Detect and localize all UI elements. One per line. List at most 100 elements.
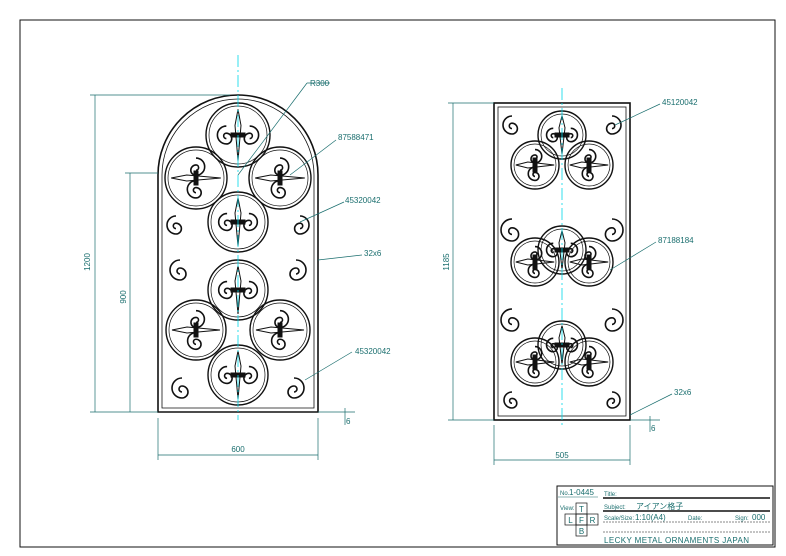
scroll (527, 263, 540, 279)
scroll (217, 212, 233, 232)
scroll (500, 308, 520, 332)
view-front: F (579, 516, 584, 525)
company-name: LECKY METAL ORNAMENTS JAPAN (604, 536, 749, 545)
ring-inner (567, 240, 611, 284)
scroll (190, 309, 206, 329)
scroll (287, 377, 305, 399)
collar (277, 170, 283, 186)
scroll (584, 148, 597, 164)
collar (532, 354, 538, 370)
collar (586, 254, 592, 270)
scroll (530, 148, 543, 164)
ring-inner (168, 302, 224, 358)
scroll (190, 157, 206, 177)
spear (234, 265, 242, 315)
scroll (186, 179, 202, 199)
sheet-border (19, 19, 776, 548)
scroll (565, 242, 579, 258)
view-right: R (590, 516, 596, 525)
spear (255, 326, 305, 334)
number-label: No. (560, 491, 570, 497)
scroll (581, 263, 594, 279)
ring (564, 140, 614, 190)
view-bottom: B (579, 527, 584, 536)
ring (510, 337, 560, 387)
scroll (527, 166, 540, 182)
ring (564, 237, 614, 287)
subject-value: アイアン格子 (636, 501, 683, 511)
scroll (217, 365, 233, 385)
subject-label: Subject: (604, 505, 626, 511)
collar (532, 254, 538, 270)
part-label: 87588471 (338, 133, 374, 142)
part-label: 32x6 (674, 388, 692, 397)
scroll (243, 125, 260, 145)
spear (255, 174, 305, 182)
scroll (503, 391, 518, 409)
part-label: 87188184 (658, 236, 694, 245)
ring (564, 337, 614, 387)
scroll (530, 345, 543, 361)
scroll (217, 280, 233, 300)
view-left: L (568, 516, 573, 525)
title-label: Title: (604, 492, 617, 498)
ring-inner (513, 240, 557, 284)
ring-inner (567, 340, 611, 384)
scroll (584, 245, 597, 261)
spear (515, 161, 555, 169)
scroll (527, 363, 540, 379)
thickness-label: 6 (346, 417, 351, 426)
scroll (581, 166, 594, 182)
spear (569, 161, 609, 169)
scroll (243, 365, 259, 385)
ring (249, 299, 311, 361)
scroll (270, 179, 286, 199)
collar (193, 322, 199, 338)
part-label: 45320042 (355, 347, 391, 356)
date-label: Date: (688, 516, 703, 522)
ring-inner (513, 143, 557, 187)
scroll (502, 115, 519, 135)
spear (171, 174, 221, 182)
spear (171, 326, 221, 334)
scroll (169, 259, 187, 281)
collar (586, 157, 592, 173)
ring-inner (513, 340, 557, 384)
scale-value: 1:10(A4) (635, 513, 666, 522)
spear (569, 258, 609, 266)
spear (569, 358, 609, 366)
title-block: No. 1-0445 View: T L F R B Title: Subjec… (556, 485, 774, 546)
scroll (604, 308, 624, 332)
scroll (605, 115, 622, 135)
ring (164, 146, 228, 210)
width-505-label: 505 (555, 451, 569, 460)
ring (510, 140, 560, 190)
scroll (565, 127, 579, 143)
scroll (171, 377, 189, 399)
ring (165, 299, 227, 361)
scroll (545, 242, 559, 258)
sign-value: 000 (752, 513, 766, 522)
scale-label: Scale/Size: (604, 516, 634, 522)
scroll (606, 391, 621, 409)
ring-inner (251, 149, 309, 207)
dimension-lines (90, 82, 673, 465)
thickness-label: 6 (651, 424, 656, 433)
scroll (289, 259, 307, 281)
scroll (270, 331, 286, 351)
view-label: View: (560, 506, 575, 512)
ring (510, 237, 560, 287)
scroll (166, 215, 183, 235)
ring (248, 146, 312, 210)
view-top: T (579, 505, 584, 514)
height-900-label: 900 (119, 290, 128, 304)
part-label: 32x6 (364, 249, 382, 258)
height-1200-label: 1200 (83, 253, 92, 271)
scroll (243, 212, 259, 232)
collar (586, 354, 592, 370)
collar (532, 157, 538, 173)
ring-inner (567, 143, 611, 187)
scroll (530, 245, 543, 261)
drawing-number: 1-0445 (569, 488, 594, 497)
